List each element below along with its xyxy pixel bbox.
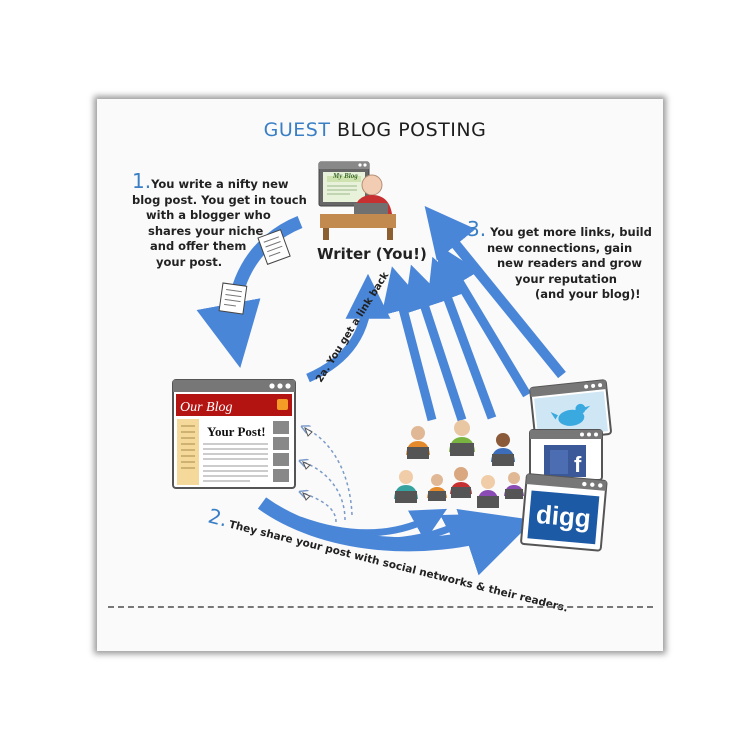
bottom-divider [108, 606, 653, 608]
writer-label: Writer (You!) [317, 245, 427, 263]
blog-post-title: Your Post! [207, 424, 266, 439]
step3-text: 3. You get more links, build new connect… [467, 219, 657, 303]
arrow-link-back [306, 273, 391, 383]
link-back-label: 2a. You get a link back [314, 270, 391, 385]
blog-window [172, 379, 296, 489]
step1-line-6: your post. [156, 254, 223, 269]
step2-label: 2. They share your post with social netw… [206, 504, 570, 615]
title-rest: BLOG POSTING [337, 119, 487, 141]
arrows-return-to-writer [381, 206, 566, 422]
step3-line-5: (and your blog)! [535, 287, 641, 301]
arrow-writer-to-blog [196, 215, 303, 369]
paper-icon [257, 229, 291, 265]
twitter-window [529, 379, 612, 443]
digg-logo: digg [535, 499, 592, 534]
writer-screen-title: My Blog [332, 172, 358, 180]
facebook-window: f [529, 429, 603, 481]
step3-number: 3. [467, 217, 487, 241]
digg-window: digg [520, 473, 608, 552]
page-title: GUEST BLOG POSTING [0, 119, 750, 141]
paper-icon-2 [218, 282, 248, 315]
arrow-share [257, 497, 534, 576]
twitter-bird-icon [550, 403, 591, 426]
step2-number: 2. [206, 504, 230, 532]
step3-line-3: new readers and grow [497, 256, 643, 270]
step1-line-3: with a blogger who [146, 208, 271, 222]
step1-number: 1. [132, 169, 152, 193]
step3-line-2: new connections, gain [487, 240, 633, 255]
link-back-text: 2a. You get a link back [314, 270, 391, 385]
step3-line-1: You get more links, build [490, 225, 652, 239]
title-highlight: GUEST [263, 119, 331, 141]
step1-line-1: You write a nifty new [151, 177, 289, 191]
blog-name: Our Blog [180, 400, 233, 415]
step3-line-4: your reputation [515, 271, 617, 286]
step1-line-4: shares your niche [148, 223, 264, 238]
step2-text: They share your post with social network… [228, 519, 570, 615]
click-arrows [303, 428, 353, 523]
readers-group [394, 420, 524, 508]
writer-illustration [318, 161, 396, 240]
facebook-icon: f [574, 452, 582, 477]
step1-line-2: blog post. You get in touch [132, 192, 307, 207]
step1-text: 1.You write a nifty new blog post. You g… [132, 171, 322, 270]
step1-line-5: and offer them [150, 239, 247, 253]
